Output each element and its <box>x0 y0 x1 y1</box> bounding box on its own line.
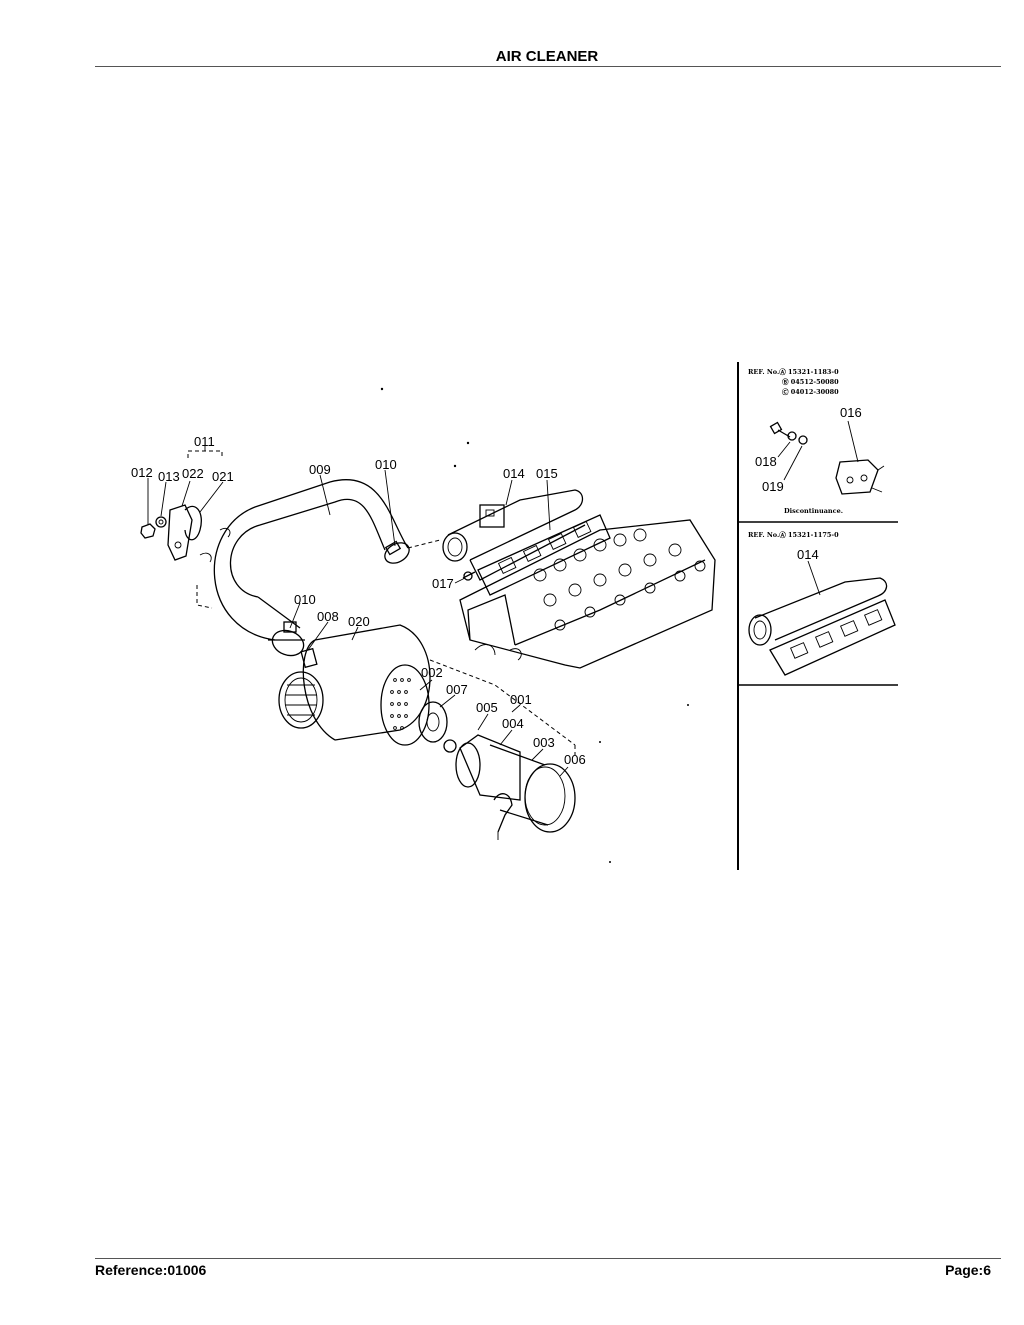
leader-lines <box>147 469 569 777</box>
callout-002: 002 <box>421 665 443 680</box>
callout-016: 016 <box>840 405 862 420</box>
callout-014-inset: 014 <box>797 547 819 562</box>
inset-frame <box>737 362 898 870</box>
air-cleaner-body <box>278 624 448 746</box>
scan-specks <box>380 387 689 863</box>
callout-010-upper: 010 <box>375 457 397 472</box>
intake-manifold <box>442 489 586 581</box>
inset-top-ref-2: Ⓑ 04512-50080 <box>782 377 839 386</box>
inset-bottom-ref-1: REF. No.Ⓐ 15321-1175-0 <box>748 530 839 539</box>
inset-bottom: REF. No.Ⓐ 15321-1175-0 014 <box>748 530 896 676</box>
callout-019: 019 <box>762 479 784 494</box>
callout-022: 022 <box>182 466 204 481</box>
hose-clamp-lower <box>271 621 305 657</box>
callout-010-lower: 010 <box>294 592 316 607</box>
cylinder-head <box>459 519 716 669</box>
callout-018: 018 <box>755 454 777 469</box>
callout-005: 005 <box>476 700 498 715</box>
reference-number: Reference:01006 <box>95 1262 207 1278</box>
header-rule <box>95 66 1001 67</box>
inset-top-ref-1: REF. No.Ⓐ 15321-1183-0 <box>748 367 839 376</box>
callout-008: 008 <box>317 609 339 624</box>
callout-013: 013 <box>158 469 180 484</box>
callout-001: 001 <box>510 692 532 707</box>
air-hose <box>213 479 409 641</box>
bracket-assembly <box>140 446 231 609</box>
callout-015: 015 <box>536 466 558 481</box>
inset-top-ref-3: Ⓒ 04012-30080 <box>782 387 839 396</box>
page-number: Page:6 <box>945 1262 991 1278</box>
hose-clamp-upper <box>384 540 410 564</box>
callout-009: 009 <box>309 462 331 477</box>
footer-rule <box>95 1258 1001 1259</box>
page-title: AIR CLEANER <box>495 48 599 65</box>
callout-012: 012 <box>131 465 153 480</box>
callout-003: 003 <box>533 735 555 750</box>
callout-017: 017 <box>432 576 454 591</box>
air-cleaner-cover <box>443 734 576 840</box>
callout-021: 021 <box>212 469 234 484</box>
callout-007: 007 <box>446 682 468 697</box>
callout-004: 004 <box>502 716 524 731</box>
inset-top-note: Discontinuance. <box>784 507 843 515</box>
callout-020: 020 <box>348 614 370 629</box>
callout-011: 011 <box>194 434 215 449</box>
callout-014: 014 <box>503 466 525 481</box>
inset-top: REF. No.Ⓐ 15321-1183-0 Ⓑ 04512-50080 Ⓒ 0… <box>748 367 885 515</box>
callout-006: 006 <box>564 752 586 767</box>
